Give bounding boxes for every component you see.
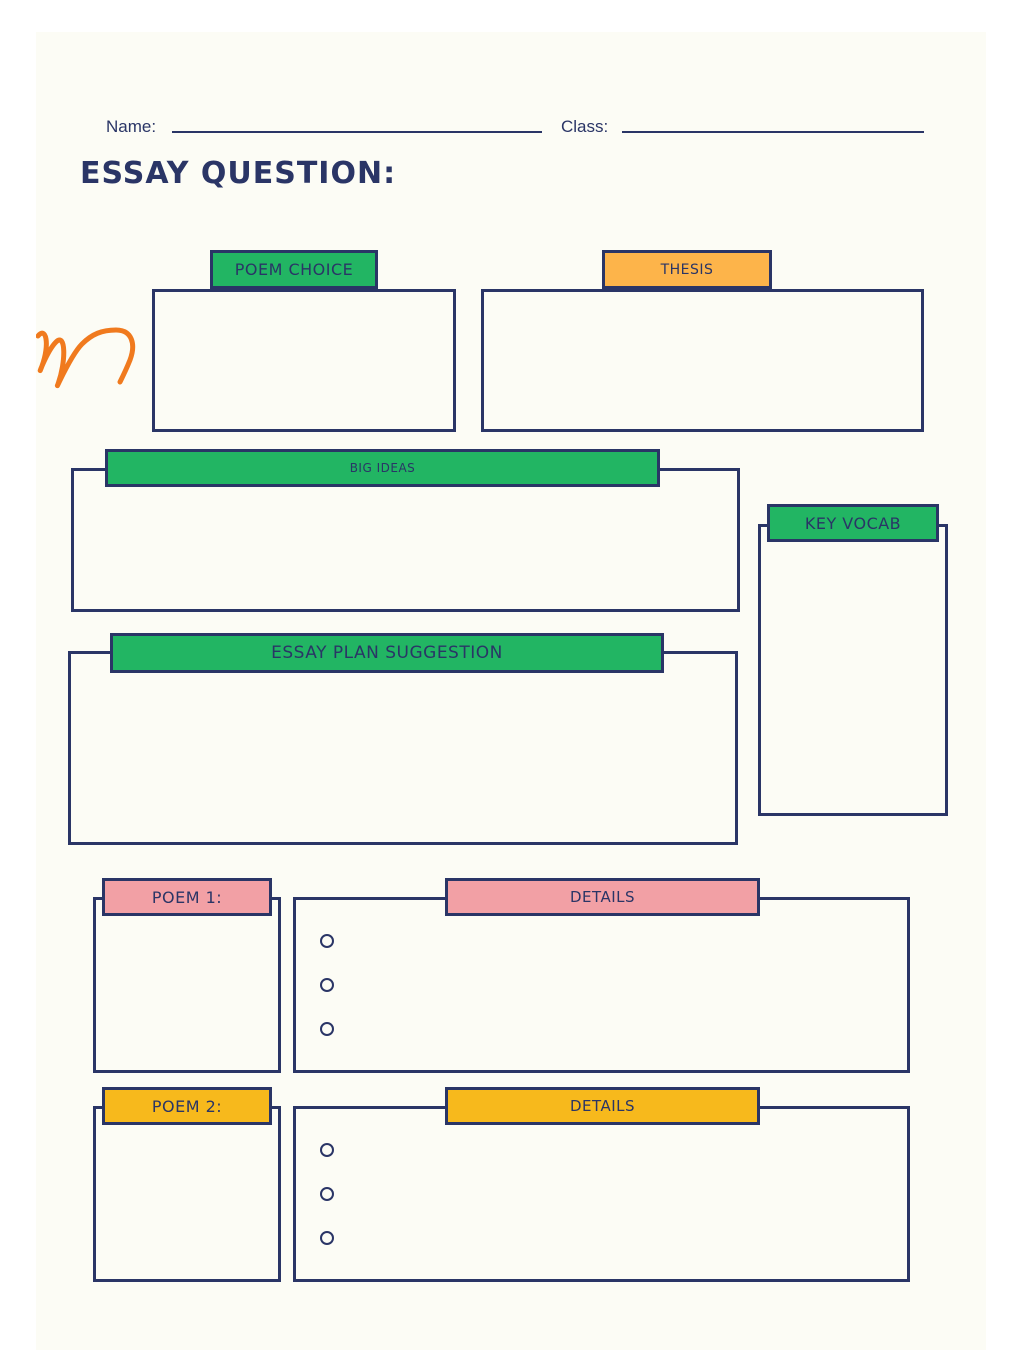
- poem2-label: POEM 2:: [102, 1087, 272, 1125]
- essay-question-title: ESSAY QUESTION:: [80, 156, 397, 191]
- circle-bullet-icon: [320, 978, 334, 992]
- poem1-box[interactable]: [93, 897, 281, 1073]
- class-label: Class:: [561, 117, 609, 136]
- thesis-label: THESIS: [602, 250, 772, 289]
- circle-bullet-icon: [320, 934, 334, 948]
- key-vocab-label: KEY VOCAB: [767, 504, 939, 542]
- essay-plan-label: ESSAY PLAN SUGGESTION: [110, 633, 664, 673]
- details1-label: DETAILS: [445, 878, 760, 916]
- name-line[interactable]: [172, 131, 542, 133]
- poem1-label: POEM 1:: [102, 878, 272, 916]
- essay-plan-box[interactable]: [68, 651, 738, 845]
- circle-bullet-icon: [320, 1231, 334, 1245]
- poem-choice-label: POEM CHOICE: [210, 250, 378, 289]
- thesis-box[interactable]: [481, 289, 924, 432]
- circle-bullet-icon: [320, 1187, 334, 1201]
- class-line[interactable]: [622, 131, 924, 133]
- details2-label: DETAILS: [445, 1087, 760, 1125]
- details2-box[interactable]: [293, 1106, 910, 1282]
- circle-bullet-icon: [320, 1022, 334, 1036]
- circle-bullet-icon: [320, 1143, 334, 1157]
- name-label: Name:: [106, 117, 157, 136]
- key-vocab-box[interactable]: [758, 524, 948, 816]
- worksheet-page: [36, 32, 986, 1350]
- poem-choice-box[interactable]: [152, 289, 456, 432]
- big-ideas-label: BIG IDEAS: [105, 449, 660, 487]
- poem2-box[interactable]: [93, 1106, 281, 1282]
- big-ideas-box[interactable]: [71, 468, 740, 612]
- details1-box[interactable]: [293, 897, 910, 1073]
- orange-scribble-icon: [36, 327, 136, 389]
